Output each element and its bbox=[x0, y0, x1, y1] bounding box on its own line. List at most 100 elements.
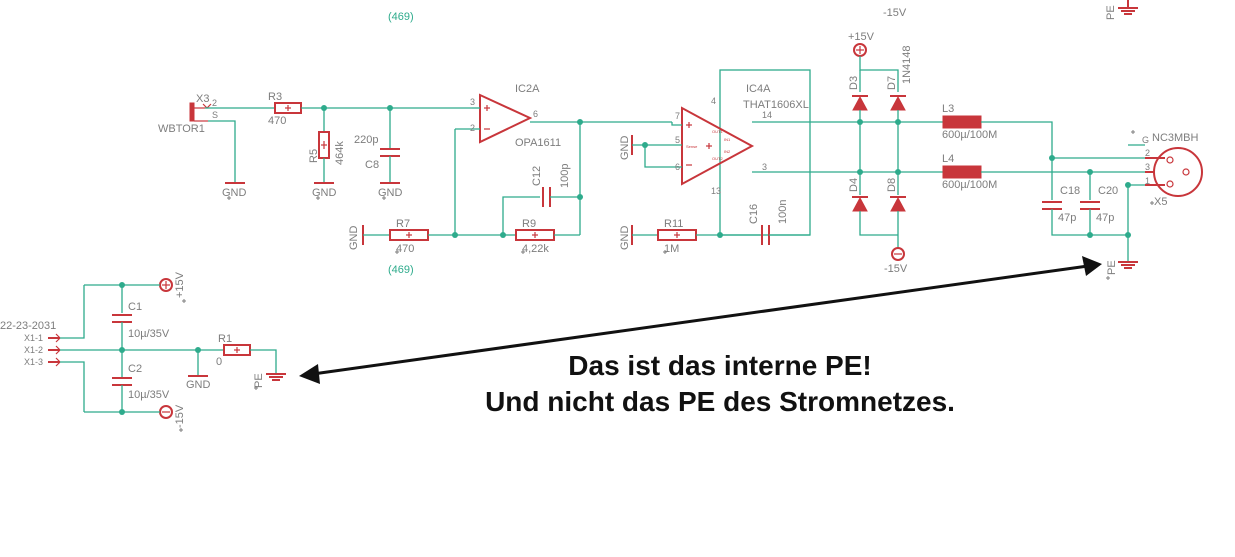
l3-value: 600µ/100M bbox=[942, 129, 997, 141]
x1-value: 22-23-2031 bbox=[0, 320, 56, 332]
pe-top-label: PE bbox=[1105, 5, 1117, 20]
x3-pinS: S bbox=[212, 110, 218, 120]
r11-name: R11 bbox=[664, 218, 683, 230]
ic4a-name: IC4A bbox=[746, 83, 771, 95]
ic2a-value: OPA1611 bbox=[515, 137, 561, 149]
d3-name: D3 bbox=[848, 76, 860, 90]
c12-value: 100p bbox=[559, 164, 571, 188]
connector-x3 bbox=[189, 102, 212, 122]
c20-name: C20 bbox=[1098, 185, 1118, 197]
c2-name: C2 bbox=[128, 363, 142, 375]
c2-value: 10µ/35V bbox=[128, 389, 170, 401]
c8-value: 220p bbox=[354, 134, 378, 146]
capacitor-c18 bbox=[1042, 201, 1062, 210]
plus15-left-label: +15V bbox=[174, 271, 186, 298]
ic4a-pin6: 6 bbox=[675, 162, 680, 172]
capacitor-c1 bbox=[112, 314, 132, 323]
minus15-supply-left bbox=[159, 405, 173, 419]
capacitor-c20 bbox=[1080, 201, 1100, 210]
pe-left-label: PE bbox=[253, 373, 265, 388]
r1-value: 0 bbox=[216, 356, 222, 368]
capacitor-c12 bbox=[542, 187, 551, 207]
c1-value: 10µ/35V bbox=[128, 328, 170, 340]
net-label-469-bottom: (469) bbox=[388, 264, 414, 276]
r7-value: 470 bbox=[396, 243, 414, 255]
diode-d4 bbox=[852, 196, 868, 212]
double-headed-arrow bbox=[299, 256, 1102, 384]
l4-name: L4 bbox=[942, 153, 954, 165]
diode-d7 bbox=[890, 95, 906, 111]
resistor-r5 bbox=[318, 131, 330, 159]
r1-name: R1 bbox=[218, 333, 232, 345]
r7-name: R7 bbox=[396, 218, 410, 230]
x1-pin2: X1-2 bbox=[24, 345, 43, 355]
net-label-469-top: (469) bbox=[388, 11, 414, 23]
ic2a-pin2: 2 bbox=[470, 123, 475, 133]
ic4a-pin7: 7 bbox=[675, 111, 680, 121]
c20-value: 47p bbox=[1096, 212, 1114, 224]
l3-name: L3 bbox=[942, 103, 954, 115]
x3-name: X3 bbox=[196, 93, 209, 105]
connector-x1 bbox=[48, 333, 61, 367]
d8-name: D8 bbox=[886, 178, 898, 192]
x5-value: NC3MBH bbox=[1152, 132, 1199, 144]
resistor-r1 bbox=[223, 344, 251, 356]
resistor-r3 bbox=[274, 102, 302, 114]
ic4a-sense-label: Sense bbox=[686, 144, 698, 149]
r5-value: 464k bbox=[334, 141, 346, 165]
plus15-supply-top bbox=[853, 43, 867, 57]
ic4a-in2-label: IN2 bbox=[724, 149, 731, 154]
ic4a-pin4: 4 bbox=[711, 96, 716, 106]
r5-name: R5 bbox=[308, 149, 320, 163]
origin-markers bbox=[179, 130, 1154, 432]
minus15-left-label: -15V bbox=[174, 404, 186, 428]
d7-value: 1N4148 bbox=[901, 45, 913, 84]
opamp-ic2a bbox=[479, 93, 533, 144]
c12-name: C12 bbox=[531, 166, 543, 186]
annotation-line2: Und nicht das PE des Stromnetzes. bbox=[485, 386, 955, 417]
pe-symbol-top bbox=[1118, 0, 1138, 15]
capacitor-c8 bbox=[380, 148, 400, 157]
x3-pin2: 2 bbox=[212, 98, 217, 108]
x5-pin2: 2 bbox=[1145, 148, 1150, 158]
ic4a-pin13: 13 bbox=[711, 186, 721, 196]
ic4a-pin14: 14 bbox=[762, 110, 772, 120]
minus15-top-label: -15V bbox=[883, 7, 907, 19]
ic4a-frame bbox=[719, 69, 811, 236]
gnd-label-c8: GND bbox=[378, 187, 403, 199]
annotation-line1: Das ist das interne PE! bbox=[568, 350, 871, 381]
ic4a-pin5: 5 bbox=[675, 135, 680, 145]
pe-symbol-left bbox=[266, 373, 286, 381]
plus15-top-label: +15V bbox=[848, 31, 875, 43]
x1-pin3: X1-3 bbox=[24, 357, 43, 367]
d7-name: D7 bbox=[886, 76, 898, 90]
r3-name: R3 bbox=[268, 91, 282, 103]
c16-value: 100n bbox=[777, 200, 789, 224]
c18-value: 47p bbox=[1058, 212, 1076, 224]
x5-g: G bbox=[1142, 135, 1149, 145]
gnd-label-r11: GND bbox=[619, 226, 631, 251]
minus15-supply-bottom bbox=[891, 247, 905, 261]
x5-pin1: 1 bbox=[1145, 176, 1150, 186]
x1-pin1: X1-1 bbox=[24, 333, 43, 343]
resistor-r9 bbox=[515, 229, 555, 241]
x3-value: WBTOR1 bbox=[158, 123, 205, 135]
inductor-l3 bbox=[942, 115, 982, 129]
ic4a-pin3: 3 bbox=[762, 162, 767, 172]
r9-name: R9 bbox=[522, 218, 536, 230]
d4-name: D4 bbox=[848, 178, 860, 192]
c18-name: C18 bbox=[1060, 185, 1080, 197]
ic2a-pin3: 3 bbox=[470, 97, 475, 107]
ic4a-value: THAT1606XL bbox=[743, 99, 809, 111]
r11-value: 1M bbox=[664, 243, 679, 255]
ic2a-pin6: 6 bbox=[533, 109, 538, 119]
c1-name: C1 bbox=[128, 301, 142, 313]
xlr-connector-x5 bbox=[1145, 147, 1203, 197]
ic4a-in1-label: IN1 bbox=[724, 137, 731, 142]
gnd-label-r7: GND bbox=[348, 226, 360, 251]
gnd-label-power: GND bbox=[186, 379, 211, 391]
gnd-label-ic4a: GND bbox=[619, 136, 631, 161]
minus15-bottom-label: -15V bbox=[884, 263, 908, 275]
pe-right-label: PE bbox=[1106, 260, 1118, 275]
